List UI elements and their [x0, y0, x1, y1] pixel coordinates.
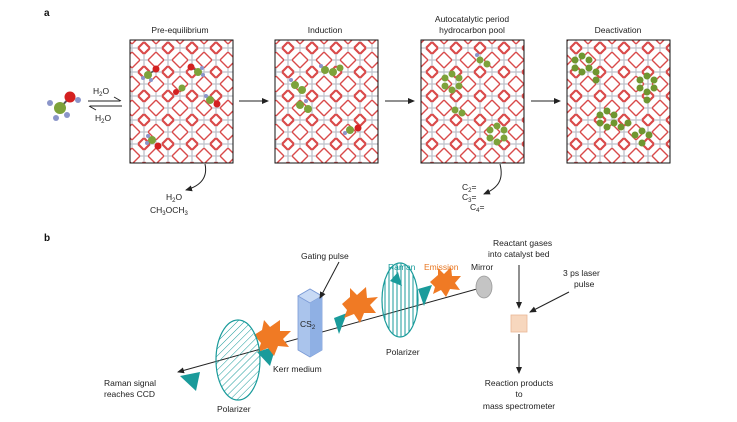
equilibrium-top-label: H2O	[93, 86, 109, 98]
front-polarizer	[215, 319, 261, 401]
laser-arrow	[529, 291, 570, 313]
reactant-label-2: into catalyst bed	[488, 249, 550, 259]
methanol-molecules-pre	[141, 63, 221, 150]
products-label-2: to	[515, 389, 522, 399]
laser-label-2: pulse	[574, 279, 595, 289]
kerr-medium-label: Kerr medium	[273, 364, 322, 374]
byproduct-arrow	[185, 163, 207, 192]
back-polarizer-label: Polarizer	[386, 347, 420, 357]
raman-triangle-1	[180, 372, 200, 391]
zeolite-frame-autocatalytic	[420, 39, 525, 164]
emission-burst-2	[342, 287, 378, 323]
methanol-molecule	[47, 91, 81, 121]
products-label-1: Reaction products	[485, 378, 554, 388]
raman-triangle-4	[418, 285, 432, 306]
emission-burst-3	[430, 267, 461, 297]
laser-label-1: 3 ps laser	[563, 268, 600, 278]
equilibrium-bottom-label: H2O	[95, 113, 111, 125]
stage-title-deactivation: Deactivation	[595, 25, 642, 35]
products-label-3: mass spectrometer	[483, 401, 555, 411]
olefin-arrow	[483, 163, 502, 195]
catalyst-bed	[510, 314, 528, 333]
stage-title-autocatalytic-1: Autocatalytic period	[435, 14, 509, 24]
kerr-cell	[297, 288, 323, 358]
stage-title-autocatalytic-2: hydrocarbon pool	[439, 25, 505, 35]
panel-b-letter: b	[44, 233, 50, 244]
reactant-label-1: Reactant gases	[493, 238, 552, 248]
cs2-label: CS2	[300, 319, 316, 331]
gating-pulse-label: Gating pulse	[301, 251, 349, 261]
raman-label: Raman	[388, 262, 416, 272]
zeolite-frame-induction	[274, 39, 379, 164]
byproduct-water: H2O	[166, 192, 182, 204]
gating-pulse-arrow	[319, 261, 340, 299]
olefin-c4: C4=	[470, 202, 484, 214]
front-polarizer-label: Polarizer	[217, 404, 251, 414]
olefin-c3: C3=	[462, 192, 476, 204]
byproduct-dme: CH3OCH3	[150, 205, 189, 217]
signal-label-2: reaches CCD	[104, 389, 155, 399]
emission-burst-1	[254, 320, 291, 356]
back-polarizer	[381, 262, 419, 338]
stage-title-pre-equilibrium: Pre-equilibrium	[151, 25, 208, 35]
panel-a-letter: a	[44, 8, 50, 19]
hydrocarbon-pool-molecules	[441, 53, 508, 146]
emission-label: Emission	[424, 262, 459, 272]
coke-molecules	[571, 52, 658, 147]
intermediate-molecules-induction	[289, 64, 362, 135]
mirror	[475, 275, 493, 299]
mirror-label: Mirror	[471, 262, 493, 272]
equilibrium-arrows	[88, 96, 122, 111]
signal-label-1: Raman signal	[104, 378, 156, 388]
zeolite-frame-deactivation	[566, 39, 671, 164]
olefin-c2: C2=	[462, 182, 476, 194]
raman-triangle-3	[334, 313, 347, 334]
stage-title-induction: Induction	[308, 25, 343, 35]
